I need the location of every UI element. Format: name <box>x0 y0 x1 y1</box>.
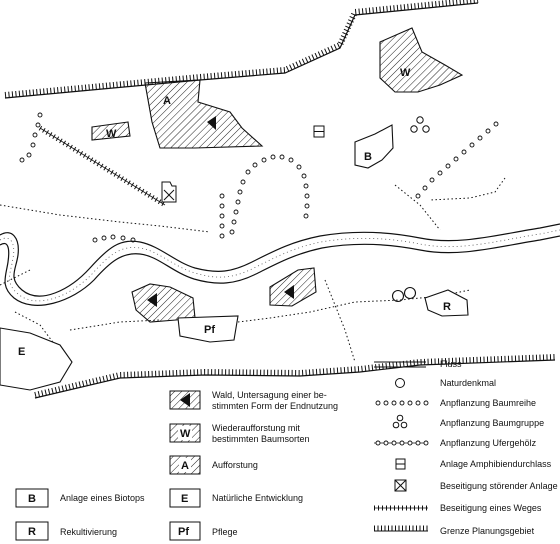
legend-pflege-code: Pf <box>178 526 189 538</box>
area-b <box>354 124 394 169</box>
legend-biotop: Anlage eines Biotops <box>60 493 145 503</box>
planning-boundary <box>4 0 556 399</box>
legend-fluss: Fluss <box>440 359 462 369</box>
legend-wieder-line1: Wiederaufforstung mit <box>212 423 300 433</box>
legend-baumgruppe: Anpflanzung Baumgruppe <box>440 418 544 428</box>
label-pf: Pf <box>204 324 215 336</box>
outlined-areas <box>0 124 469 391</box>
label-w-top-right: W <box>400 67 411 79</box>
removal-box-icon <box>161 181 177 203</box>
area-w-left <box>91 121 131 141</box>
legend-right: Fluss Naturdenkmal Anpflanzung Baumreihe… <box>374 359 558 536</box>
legend-rekult: Rekultivierung <box>60 527 117 537</box>
area-e <box>0 327 73 391</box>
legend-natuerlich-code: E <box>181 493 188 505</box>
label-w-left: W <box>106 128 117 140</box>
legend-amphibien: Anlage Amphibiendurchlass <box>440 459 552 469</box>
area-forest-center-left <box>131 283 196 323</box>
river <box>0 223 560 306</box>
legend-left: B Anlage eines Biotops R Rekultivierung <box>15 488 145 541</box>
dotted-paths <box>0 177 506 366</box>
legend-rekult-code: R <box>28 526 36 538</box>
legend-wald-line2: stimmten Form der Endnutzung <box>212 401 338 411</box>
legend-ufergehoelz: Anpflanzung Ufergehölz <box>440 438 537 448</box>
label-a-top: A <box>163 95 171 107</box>
tree-rows <box>19 112 499 243</box>
hatched-areas <box>91 27 464 323</box>
legend-natuerlich: Natürliche Entwicklung <box>212 493 303 503</box>
natural-monuments <box>391 286 417 303</box>
legend-wieder-code: W <box>180 428 191 440</box>
legend-aufforstung: Aufforstung <box>212 460 258 470</box>
legend-center: Wald, Untersagung einer be- stimmten For… <box>169 390 338 541</box>
legend-wieder-line2: bestimmten Baumsorten <box>212 434 310 444</box>
legend-naturdenkmal: Naturdenkmal <box>440 378 496 388</box>
label-b: B <box>364 151 372 163</box>
legend-biotop-code: B <box>28 493 36 505</box>
amphibian-passage-icon <box>313 125 325 138</box>
legend-grenze: Grenze Planungsgebiet <box>440 526 535 536</box>
area-w-top-right <box>379 27 464 93</box>
label-e: E <box>18 346 25 358</box>
legend-wald-line1: Wald, Untersagung einer be- <box>212 390 327 400</box>
legend-pflege: Pflege <box>212 527 238 537</box>
wald-markers <box>147 116 294 307</box>
legend-stoerend: Beseitigung störender Anlage <box>440 481 558 491</box>
legend-aufforstung-code: A <box>181 460 189 472</box>
area-pf <box>177 315 239 343</box>
legend-weg: Beseitigung eines Weges <box>440 503 542 513</box>
label-r: R <box>443 301 451 313</box>
path-removal <box>38 125 167 208</box>
area-a-top <box>144 79 264 149</box>
legend-baumreihe: Anpflanzung Baumreihe <box>440 398 536 408</box>
area-r <box>424 289 469 317</box>
tree-group <box>410 116 430 133</box>
